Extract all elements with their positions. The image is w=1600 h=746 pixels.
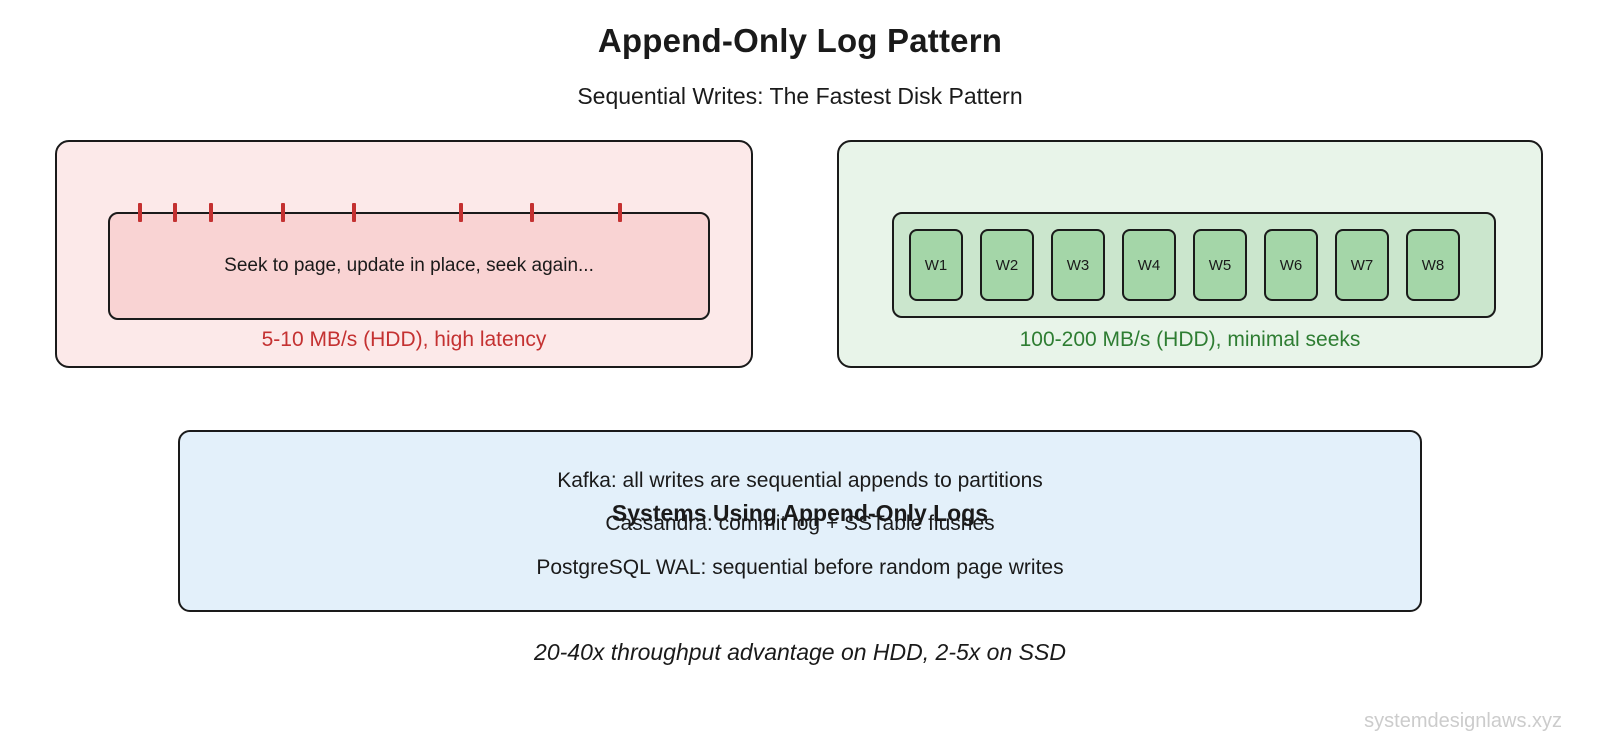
- systems-item-postgresql: PostgreSQL WAL: sequential before random…: [536, 556, 1064, 579]
- seek-tick-icon: [352, 203, 357, 222]
- seek-tick-icon: [458, 203, 463, 222]
- write-block: W6: [1264, 229, 1318, 301]
- random-writes-panel: Seek to page, update in place, seek agai…: [55, 140, 753, 368]
- page-subtitle: Sequential Writes: The Fastest Disk Patt…: [577, 83, 1023, 109]
- random-writes-caption: 5-10 MB/s (HDD), high latency: [261, 328, 547, 351]
- systems-item-cassandra: Cassandra: commit log + SSTable flushes: [605, 512, 995, 535]
- write-block: W4: [1122, 229, 1176, 301]
- page-title: Append-Only Log Pattern: [597, 22, 1003, 59]
- random-writes-disk-track: Seek to page, update in place, seek agai…: [108, 212, 710, 320]
- seek-tick-icon: [281, 203, 286, 222]
- systems-panel-title: Systems Using Append-Only Logs: [611, 500, 989, 526]
- write-block: W7: [1335, 229, 1389, 301]
- sequential-writes-caption: 100-200 MB/s (HDD), minimal seeks: [1019, 328, 1361, 351]
- seek-tick-icon: [208, 203, 213, 222]
- sequential-writes-panel: W1 W2 W3 W4 W5 W6 W7 W8 100-200 MB/s (HD…: [837, 140, 1543, 368]
- write-block: W3: [1051, 229, 1105, 301]
- write-block: W1: [909, 229, 963, 301]
- write-block: W8: [1406, 229, 1460, 301]
- sequential-log-track: W1 W2 W3 W4 W5 W6 W7 W8: [892, 212, 1496, 318]
- random-writes-description: Seek to page, update in place, seek agai…: [224, 255, 594, 276]
- watermark: systemdesignlaws.xyz: [1364, 710, 1562, 732]
- seek-tick-icon: [137, 203, 142, 222]
- seek-tick-icon: [617, 203, 622, 222]
- systems-panel: Kafka: all writes are sequential appends…: [178, 430, 1422, 612]
- write-block: W5: [1193, 229, 1247, 301]
- systems-item-kafka: Kafka: all writes are sequential appends…: [557, 469, 1043, 492]
- throughput-footnote: 20-40x throughput advantage on HDD, 2-5x…: [534, 639, 1066, 665]
- seek-tick-icon: [172, 203, 177, 222]
- seek-tick-icon: [529, 203, 534, 222]
- write-block: W2: [980, 229, 1034, 301]
